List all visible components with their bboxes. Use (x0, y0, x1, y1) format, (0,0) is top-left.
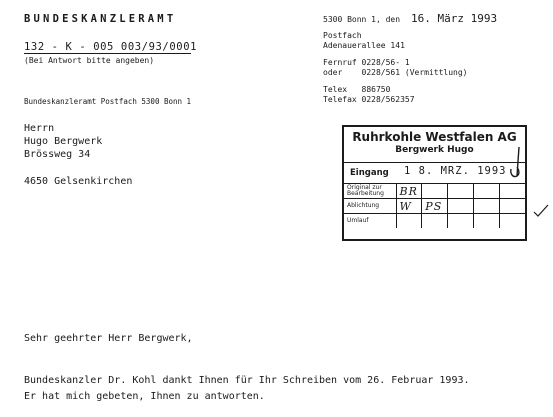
recipient-salutation: Herrn (24, 123, 55, 134)
letter-body-line: Er hat mich gebeten, Ihnen zu antworten. (24, 391, 265, 402)
stamp-cell (498, 198, 525, 214)
stamp-initials: PS (421, 198, 449, 214)
stamp-cell (498, 183, 525, 199)
recipient-city: 4650 Gelsenkirchen (24, 176, 133, 187)
stamp-row: Umlauf (344, 213, 525, 228)
stamp-row: Ablichtung W PS (344, 198, 525, 214)
stamp-cell (421, 183, 449, 199)
stamp-cell (447, 183, 474, 199)
letter-body-line: Bundeskanzler Dr. Kohl dankt Ihnen für I… (24, 375, 470, 386)
letter-greeting: Sehr geehrter Herr Bergwerk, (24, 333, 193, 344)
stamp-cell (447, 198, 474, 214)
stamp-eingang-label: Eingang (350, 168, 389, 178)
stamp-eingang-row: Eingang 1 8. MRZ. 1993 (344, 146, 525, 183)
tick-mark-icon (533, 204, 549, 217)
stamp-site: Bergwerk Hugo (395, 145, 474, 155)
sender-telefax: Telefax 0228/562357 (323, 95, 415, 104)
stamp-row: Original zur Bearbeitung BR (344, 183, 525, 199)
stamp-routing-grid: Original zur Bearbeitung BR Ablichtung W… (344, 183, 525, 228)
return-address: Bundeskanzleramt Postfach 5300 Bonn 1 (24, 97, 192, 106)
stamp-company: Ruhrkohle Westfalen AG (352, 130, 517, 144)
recipient-street: Brössweg 34 (24, 149, 91, 160)
stamp-cell (421, 213, 449, 228)
stamp-cell (472, 198, 500, 214)
sender-street: Adenauerallee 141 (323, 41, 405, 50)
sender-oder: oder 0228/561 (Vermittlung) (323, 68, 468, 77)
letterhead-title: BUNDESKANZLERAMT (24, 13, 177, 25)
reference-underline (24, 53, 191, 54)
file-reference: 132 - K - 005 003/93/0001 (24, 41, 198, 53)
letter-date: 16. März 1993 (411, 12, 498, 25)
stamp-eingang-date: 1 8. MRZ. 1993 (404, 165, 507, 177)
stamp-initials: W (395, 198, 423, 214)
stamp-cell (447, 213, 474, 228)
stamp-row-label: Ablichtung (344, 198, 397, 214)
stamp-row-label: Original zur Bearbeitung (344, 183, 397, 199)
stamp-cell (472, 183, 500, 199)
recipient-name: Hugo Bergwerk (24, 136, 103, 147)
stamp-initials: BR (395, 183, 423, 199)
sender-telex: Telex 886750 (323, 85, 391, 94)
stamp-cell (472, 213, 500, 228)
sender-fernruf: Fernruf 0228/56- 1 (323, 58, 410, 67)
reference-note: (Bei Antwort bitte angeben) (24, 56, 155, 65)
stamp-cell (498, 213, 525, 228)
sender-city: 5300 Bonn 1, den (323, 15, 401, 24)
sender-postfach: Postfach (323, 31, 362, 40)
stamp-row-label: Umlauf (344, 213, 397, 228)
received-stamp: Ruhrkohle Westfalen AG Bergwerk Hugo Ein… (342, 125, 527, 241)
check-mark-icon (510, 146, 520, 178)
stamp-cell (395, 213, 423, 228)
